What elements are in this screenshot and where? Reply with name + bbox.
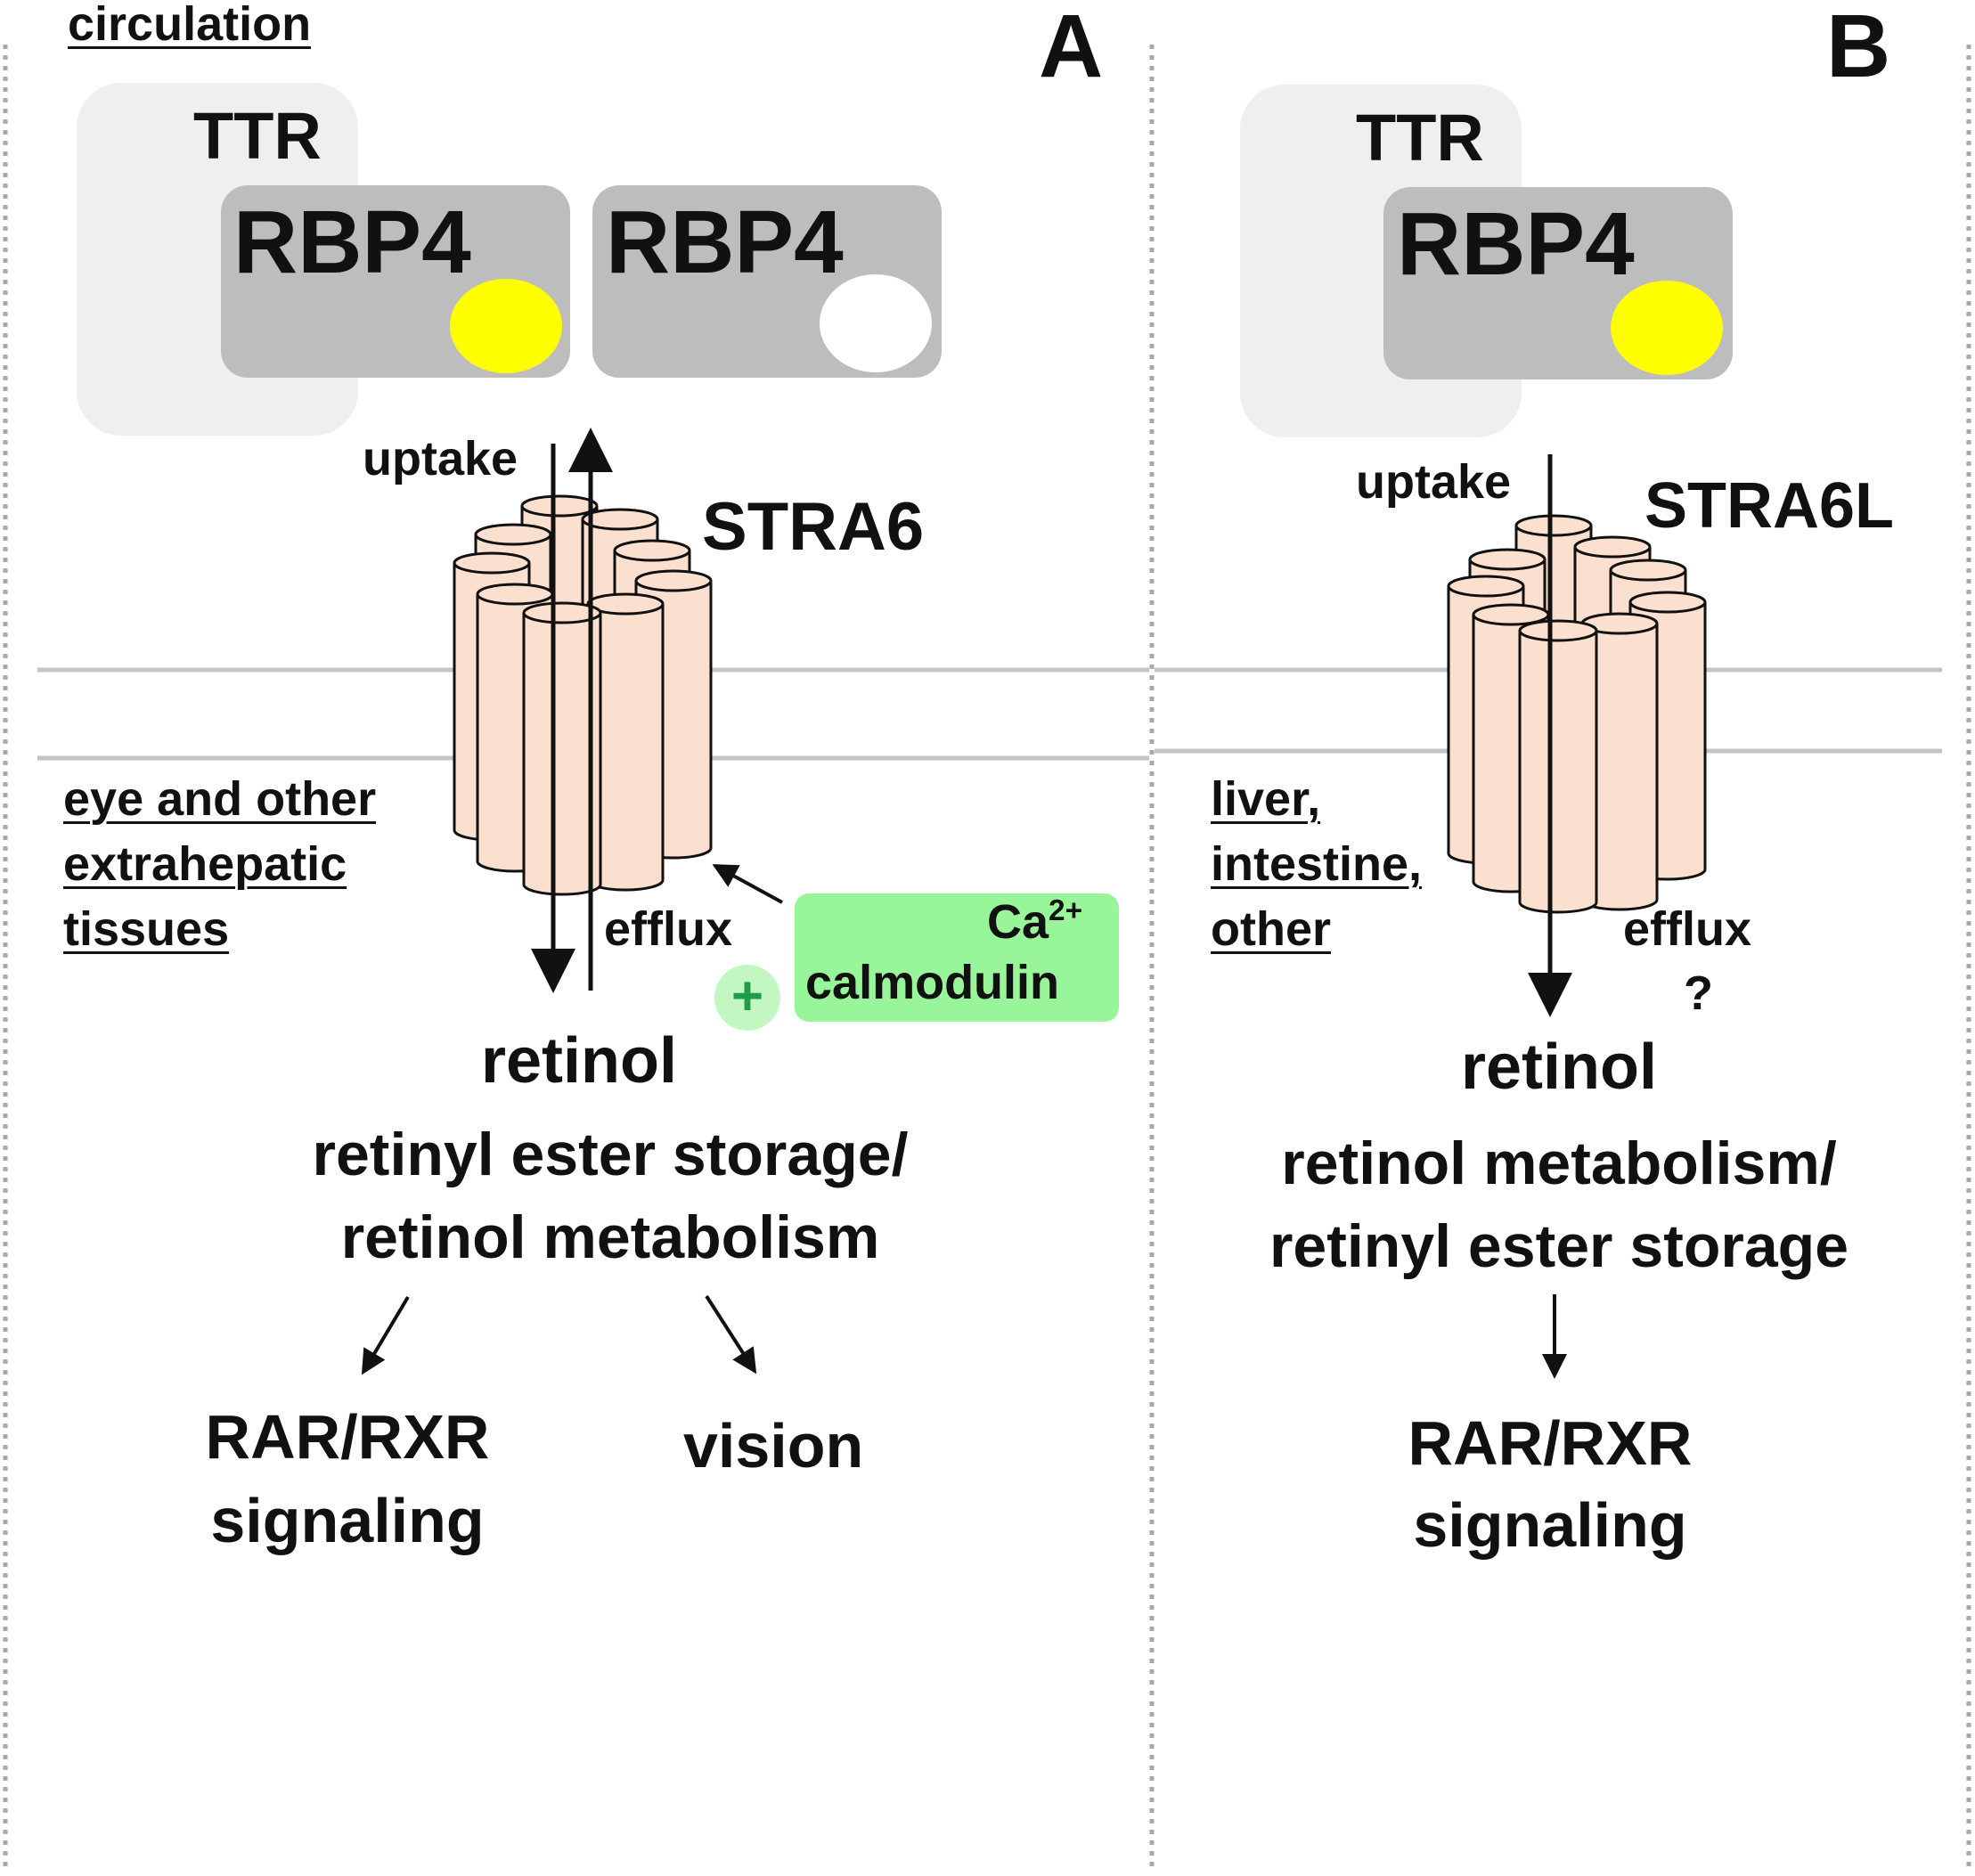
signaling-line-1: RAR/RXR [205, 1402, 490, 1472]
tissue-line-3-b: other [1211, 902, 1331, 956]
arrow-to-signaling [361, 1295, 410, 1375]
retinol-dot-b [1611, 281, 1723, 375]
empty-binding-site [820, 274, 932, 372]
rbp4-apo-label: RBP4 [606, 192, 844, 292]
arrow-to-vision [705, 1294, 757, 1374]
fate-line-2: retinol metabolism [340, 1203, 880, 1271]
activation-arrow [712, 864, 783, 904]
tissue-line-1: eye and other [63, 772, 377, 826]
stra6l-transporter-icon [1447, 514, 1707, 914]
ttr-label-b: TTR [1356, 101, 1484, 175]
tissue-line-1-b: liver, [1211, 772, 1321, 826]
plus-icon: + [714, 965, 780, 1031]
uptake-label-b: uptake [1356, 455, 1512, 509]
tissue-line-2-b: intestine, [1211, 837, 1423, 891]
helix-cylinder [1518, 619, 1598, 914]
calmodulin-label: calmodulin [805, 956, 1060, 1009]
signaling-line-2-b: signaling [1413, 1490, 1687, 1560]
ttr-label: TTR [193, 99, 322, 173]
rbp4-holo-label-b: RBP4 [1397, 194, 1635, 294]
signaling-line-1-b: RAR/RXR [1408, 1408, 1693, 1478]
uptake-label: uptake [363, 432, 518, 485]
stra6-transporter-icon [453, 494, 713, 896]
efflux-label-b: efflux [1623, 902, 1752, 956]
fate-line-1: retinyl ester storage/ [312, 1121, 909, 1188]
retinol-label: retinol [480, 1025, 677, 1097]
retinol-dot [450, 279, 562, 373]
tissue-line-2: extrahepatic [63, 837, 347, 891]
helix-cylinder [586, 592, 665, 892]
vision-label: vision [683, 1411, 864, 1480]
efflux-question: ? [1684, 967, 1713, 1020]
efflux-label: efflux [604, 902, 733, 956]
tissue-line-3: tissues [63, 902, 230, 956]
stra6-label: STRA6 [702, 489, 925, 565]
helix-cylinder [522, 601, 602, 896]
calcium-label: Ca2+ [987, 893, 1083, 949]
circulation-label: circulation [68, 0, 312, 51]
panel-a-label: A [1039, 0, 1104, 96]
panel-b-label: B [1826, 0, 1891, 96]
signaling-line-2: signaling [210, 1486, 485, 1555]
fate-line-1-b: retinol metabolism/ [1281, 1130, 1837, 1197]
stra6l-label: STRA6L [1644, 470, 1895, 542]
calmodulin-box [795, 893, 1119, 1022]
fate-line-2-b: retinyl ester storage [1269, 1212, 1849, 1280]
rbp4-holo-label: RBP4 [233, 192, 471, 292]
retinol-label-b: retinol [1460, 1032, 1657, 1103]
